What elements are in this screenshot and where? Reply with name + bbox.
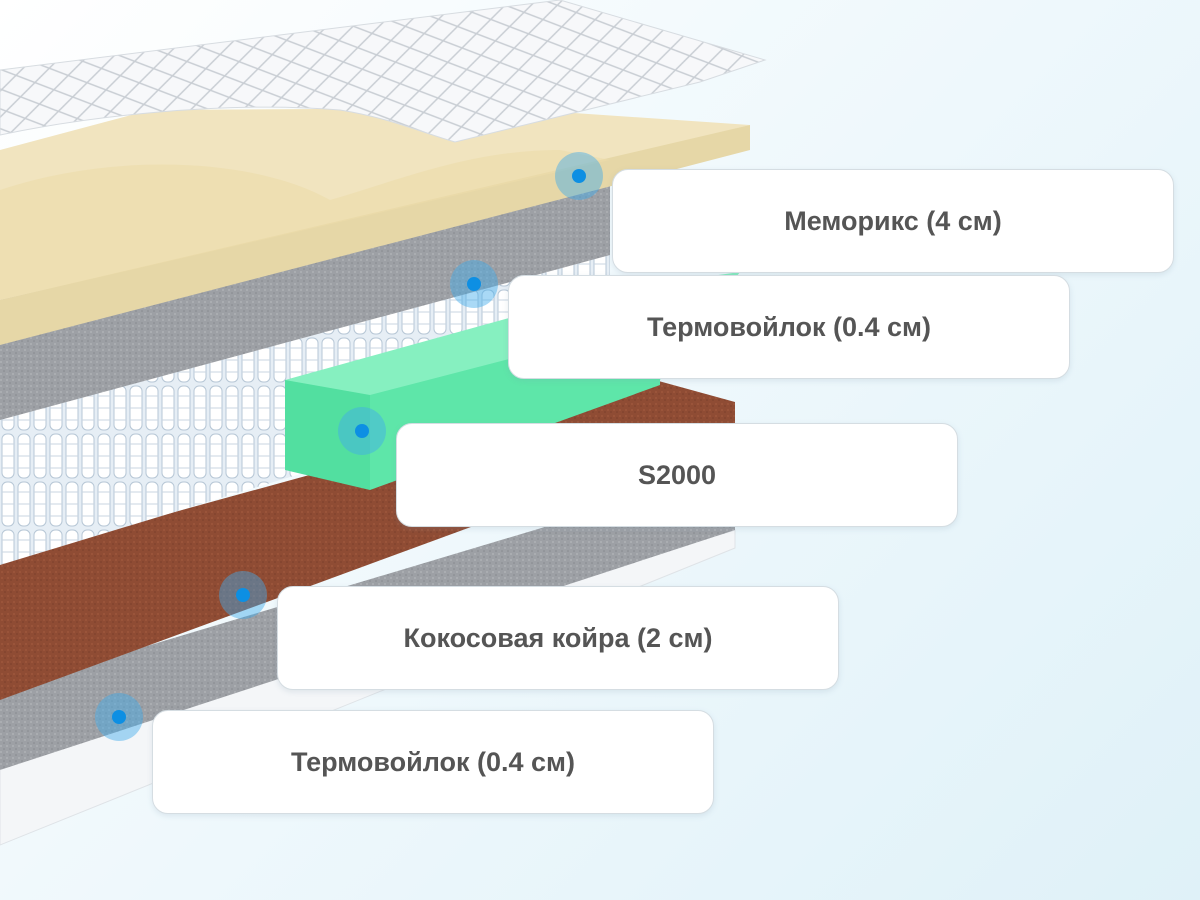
hotspot-coir[interactable] [219, 571, 267, 619]
s2000-foam-front [285, 380, 370, 490]
hotspot-dot [467, 277, 481, 291]
layer-label-memorix: Меморикс (4 см) [612, 169, 1174, 273]
layer-label-coir: Кокосовая койра (2 см) [277, 586, 839, 690]
hotspot-dot [236, 588, 250, 602]
layer-label-felt-top: Термовойлок (0.4 см) [508, 275, 1070, 379]
memory-foam-shading [0, 150, 610, 300]
hotspot-felt-top[interactable] [450, 260, 498, 308]
hotspot-felt-bottom[interactable] [95, 693, 143, 741]
layer-label-felt-bottom: Термовойлок (0.4 см) [152, 710, 714, 814]
quilted-cover-layer [0, 0, 767, 143]
hotspot-s2000[interactable] [338, 407, 386, 455]
memory-foam-side [0, 125, 750, 345]
hotspot-dot [572, 169, 586, 183]
hotspot-dot [355, 424, 369, 438]
layer-label-s2000: S2000 [396, 423, 958, 527]
hotspot-dot [112, 710, 126, 724]
hotspot-memorix[interactable] [555, 152, 603, 200]
